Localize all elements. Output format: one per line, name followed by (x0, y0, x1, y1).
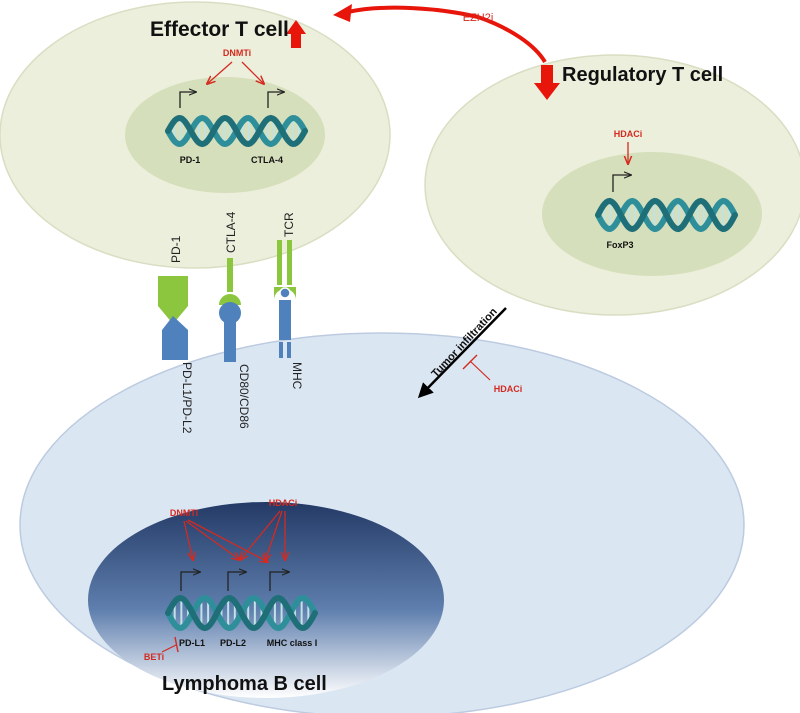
lymphoma-gene-mhc: MHC class I (267, 638, 318, 648)
effector-gene-pd1: PD-1 (180, 155, 201, 165)
dnmti-arrow-pdl1 (183, 520, 193, 560)
lymphoma-dna-helix (165, 594, 318, 632)
label-ctla4: CTLA-4 (224, 211, 238, 253)
label-tcr: TCR (282, 212, 296, 237)
ctla4-receptor (219, 258, 241, 362)
dna-strand (595, 197, 738, 233)
effector-gene-ctla4: CTLA-4 (251, 155, 283, 165)
dnmti-arrow-pdl2 (185, 520, 240, 560)
label-pd1: PD-1 (169, 235, 183, 263)
lymphoma-title: Lymphoma B cell (162, 673, 327, 695)
lymphoma-dnmti-label: DNMTi (170, 508, 198, 518)
tumor-infiltration-arrow (417, 307, 507, 399)
effector-promoter-1 (179, 92, 196, 108)
infiltration-hdaci-label: HDACi (494, 384, 523, 394)
ezh2i-arrow-left (347, 5, 479, 19)
label-cd80-cd86: CD80/CD86 (237, 364, 251, 429)
ezh2i-label: EZH2i (463, 12, 494, 24)
dnmti-arrow-mhc (187, 519, 268, 562)
effector-dnmti-arrow-1 (207, 61, 233, 84)
lymphoma-nucleus (88, 502, 444, 698)
beti-inhibit-line (161, 644, 177, 653)
lymphoma-gene-pdl2: PD-L2 (220, 638, 246, 648)
regulatory-dna-helix (595, 197, 738, 233)
infiltration-inhibit-line (469, 360, 491, 381)
label-pdl1-pdl2: PD-L1/PD-L2 (180, 362, 194, 434)
ezh2i-arrowhead-left (333, 4, 352, 22)
tcr-mhc-receptor (274, 240, 296, 358)
effector-dna-helix (165, 114, 308, 148)
lymphoma-beti-label: BETi (144, 652, 164, 662)
lymphoma-promoter-2 (227, 572, 246, 591)
ezh2i-arrow-right (477, 15, 547, 64)
regulatory-promoter (612, 175, 631, 192)
label-mhc: MHC (290, 362, 304, 390)
infiltration-inhibit-bar (462, 354, 478, 370)
effector-dnmti-arrow-2 (241, 61, 264, 84)
effector-title: Effector T cell (150, 18, 289, 41)
hdaci-arrow-pdl2 (240, 510, 281, 560)
lymphoma-promoter-3 (269, 572, 289, 591)
regulatory-hdaci-label: HDACi (614, 129, 643, 139)
lymphoma-gene-pdl1: PD-L1 (179, 638, 205, 648)
effector-promoter-2 (267, 92, 284, 108)
lymphoma-promoter-1 (180, 572, 200, 591)
beti-inhibit-bar (174, 636, 179, 653)
lymphoma-hdaci-label: HDACi (269, 498, 298, 508)
dna-strand (165, 114, 308, 148)
regulatory-nucleus (542, 152, 762, 276)
effector-up-arrow (286, 20, 306, 48)
regulatory-title: Regulatory T cell (562, 64, 723, 86)
pd1-receptor (158, 276, 188, 360)
regulatory-down-arrow (534, 65, 560, 100)
regulatory-gene-foxp3: FoxP3 (606, 240, 633, 250)
hdaci-arrow-mhc-1 (265, 510, 283, 561)
dna-strand (165, 594, 318, 632)
effector-dnmti-label: DNMTi (223, 48, 251, 58)
